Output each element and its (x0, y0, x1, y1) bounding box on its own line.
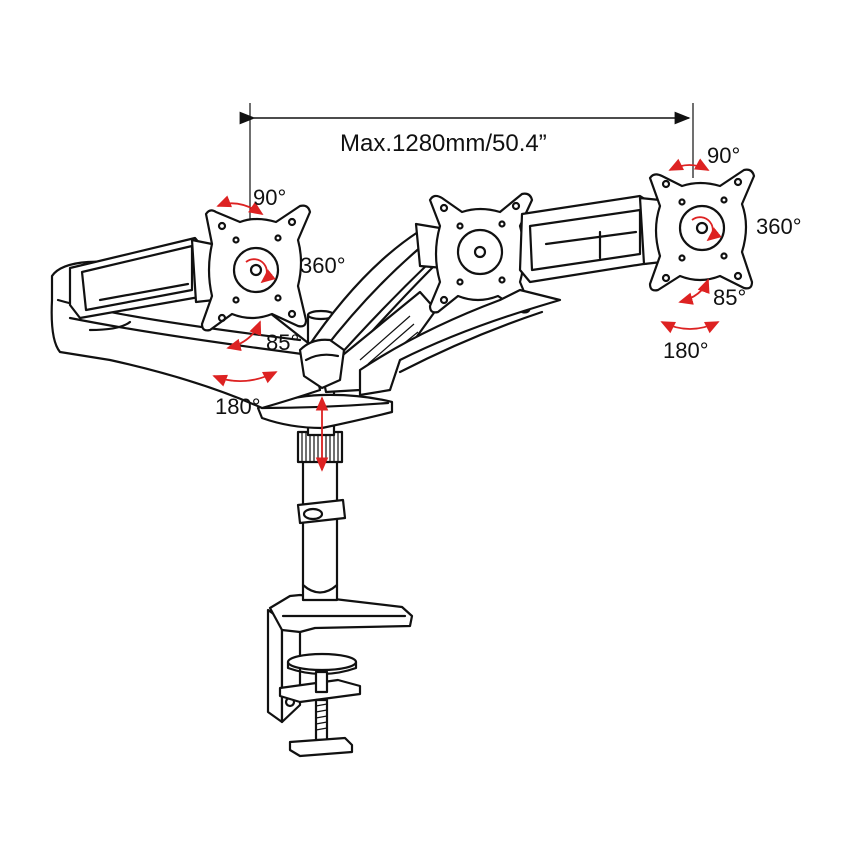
left-rotation-label: 360° (300, 253, 346, 278)
desk-clamp (266, 593, 414, 758)
right-rotation-label: 360° (756, 214, 802, 239)
left-head-labels: 90° 360° 85° 180° (215, 185, 346, 419)
right-tilt-label: 90° (707, 143, 740, 168)
left-arm-swivel-label: 180° (215, 394, 261, 419)
left-arm (50, 236, 322, 410)
right-arm-swivel-label: 180° (663, 338, 709, 363)
right-swivel-label: 85° (713, 285, 746, 310)
right-arm (358, 194, 664, 397)
motion-arrows (212, 158, 720, 472)
left-swivel-label: 85° (266, 330, 299, 355)
left-vesa-plate (200, 204, 312, 332)
left-tilt-label: 90° (253, 185, 286, 210)
width-label: Max.1280mm/50.4” (340, 130, 547, 157)
width-dimension: Max.1280mm/50.4” (239, 103, 694, 225)
center-arm (298, 222, 446, 394)
right-vesa-plate (648, 168, 756, 292)
right-head-labels: 90° 360° 85° 180° (663, 143, 802, 363)
